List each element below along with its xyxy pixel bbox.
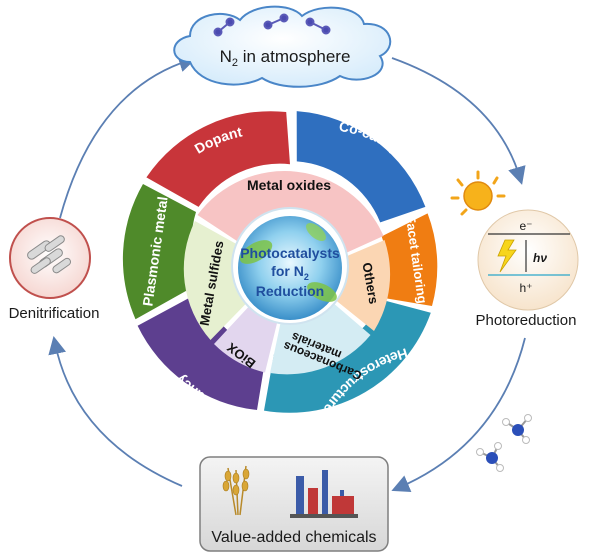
segment-plasmonic-metal [122, 184, 201, 320]
bacteria-icon [27, 235, 72, 274]
leaf-icon [306, 223, 326, 241]
center-title-line2: for N2 [271, 263, 309, 282]
hv-label: hν [533, 251, 547, 265]
arrow-chemicals-to-denitrification [48, 335, 183, 487]
outer-ring [122, 111, 438, 413]
arrow-atmosphere-to-photoreduction [391, 57, 526, 185]
denitrification-node: Denitrification [9, 217, 100, 322]
cycle-arrows [48, 54, 526, 492]
center-title-line1: Photocatalysts [240, 245, 340, 261]
photoreduction-label: Photoreduction [476, 312, 577, 329]
atmosphere-label: N2 in atmosphere [220, 47, 351, 69]
photoreduction-node: e⁻ h⁺ hν Photoreduction [450, 170, 579, 329]
n2-molecule-icon [213, 13, 331, 37]
ammonia-molecule-icon [502, 414, 532, 444]
segment-dopant [146, 111, 290, 207]
ammonia-molecule-icon [476, 442, 504, 472]
wheat-icon [222, 465, 250, 516]
center-hub: Photocatalysts for N2 Reduction [231, 207, 349, 325]
label-others: Others [359, 261, 381, 305]
leaf-icon [307, 282, 337, 302]
segment-facet-tailoring [381, 213, 438, 306]
segment-biox [214, 302, 279, 373]
denitrification-label: Denitrification [9, 305, 100, 322]
electron-label: e⁻ [519, 219, 532, 233]
atmosphere-cloud: N2 in atmosphere [173, 5, 392, 88]
factory-icon [290, 470, 358, 518]
chemicals-label: Value-added chemicals [211, 529, 376, 546]
segment-vacancy [137, 291, 267, 410]
sun-icon [450, 170, 506, 216]
center-title-line3: Reduction [256, 283, 324, 299]
arrow-denitrification-to-atmosphere [59, 54, 197, 219]
cloud-icon [173, 5, 392, 88]
segment-cocatalyst [296, 111, 426, 223]
arrow-photoreduction-to-chemicals [391, 337, 526, 492]
segment-heterostructure [264, 300, 431, 413]
chemicals-node: Value-added chemicals [199, 456, 389, 552]
leaf-icon [239, 240, 273, 264]
lightning-icon [497, 239, 517, 273]
label-metal-oxides: Metal oxides [247, 177, 331, 193]
hole-label: h⁺ [519, 281, 532, 295]
